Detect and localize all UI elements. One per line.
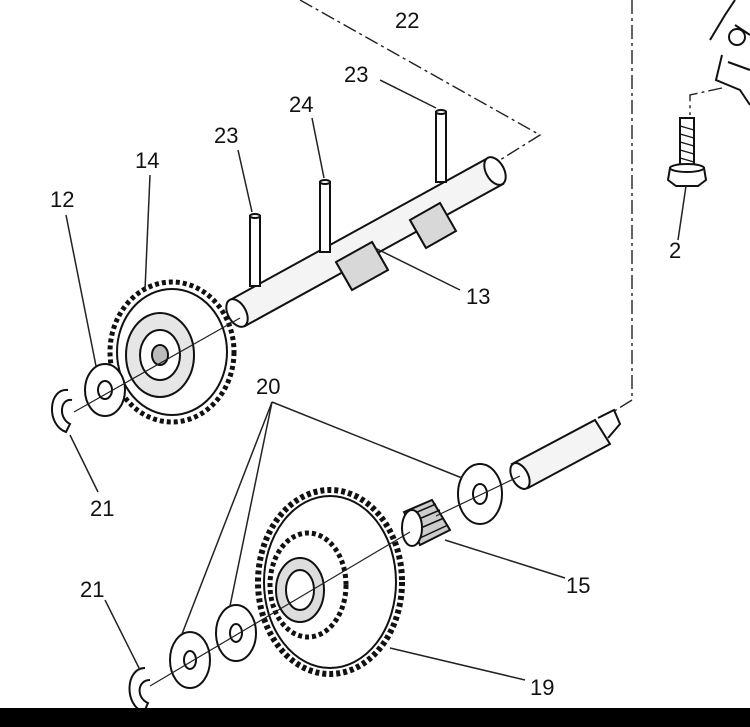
callout-24: 24 [289, 92, 313, 117]
callout-14: 14 [135, 148, 159, 173]
bottom-black-bar [0, 708, 750, 727]
callout-22: 22 [395, 8, 419, 33]
leader-lines [65, 79, 687, 681]
washers-lower [169, 604, 257, 689]
needle-bearing [401, 498, 452, 547]
journal-shaft [509, 408, 622, 490]
pin-middle [319, 181, 331, 253]
callout-19: 19 [530, 675, 554, 700]
callout-13: 13 [466, 284, 490, 309]
pin-rear [249, 215, 261, 287]
idler-gear-cluster [255, 487, 405, 677]
driven-gear [107, 279, 237, 425]
bolt [666, 117, 708, 187]
shaft [225, 156, 507, 328]
pins [249, 109, 447, 287]
callout-15: 15 [566, 573, 590, 598]
washer-upper [84, 363, 126, 417]
circlip-upper [51, 388, 73, 434]
callout-23-rear: 23 [214, 123, 238, 148]
callout-23-front: 23 [344, 62, 368, 87]
callout-labels: 22 23 24 23 14 12 13 2 20 21 15 21 19 [50, 8, 681, 700]
callout-21-lower: 21 [80, 577, 104, 602]
callout-21-upper: 21 [90, 496, 114, 521]
callout-20: 20 [256, 374, 280, 399]
axis-lines [73, 317, 521, 687]
pin-front [435, 111, 447, 183]
upper-assembly-partial [709, 0, 750, 106]
callout-12: 12 [50, 187, 74, 212]
washer-right [457, 463, 503, 525]
circlip-lower [128, 667, 151, 714]
callout-2: 2 [669, 238, 681, 263]
